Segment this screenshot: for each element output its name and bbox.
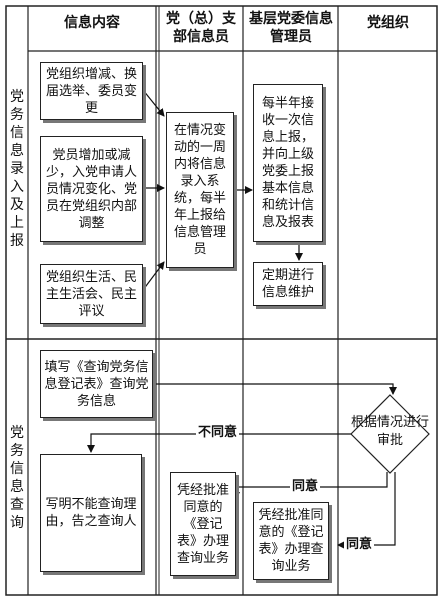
section-report-label: 党务信息录入及上报: [10, 89, 24, 249]
branch-query-box: 凭经批准同意的《登记表》办理查询业务: [170, 472, 236, 576]
header-info-content: 信息内容: [64, 15, 120, 31]
edge-label-agree-2: 同意: [344, 537, 375, 553]
arrow-org-change: [142, 89, 165, 117]
frame: [5, 5, 438, 596]
committee-report-box: 每半年接收一次信息上报，并向上级党委上报基本信息和统计信息及报表: [253, 84, 323, 242]
maintain-box: 定期进行信息维护: [253, 262, 323, 306]
edge-label-disagree: 不同意: [196, 425, 240, 441]
decision-diamond: [350, 394, 430, 474]
deny-note-box: 写明不能查询理由，告之查询人: [40, 454, 142, 572]
arrow-org-life: [142, 261, 165, 291]
branch-entry-box: 在情况变动的一周内将信息录入系统，每半年上报给信息管理员: [166, 112, 234, 268]
committee-query-box: 凭经批准同意的《登记表》办理查询业务: [253, 502, 329, 580]
header-committee-admin: 基层党委信息管理员: [249, 11, 333, 45]
decision-label: 根据情况进行审批: [351, 415, 430, 448]
member-change-box: 党员增加或减少，入党申请人员情况变化、党员在党组织内部调整: [40, 136, 143, 242]
org-change-box: 党组织增减、换届选举、委员变更: [40, 62, 143, 120]
org-life-box: 党组织生活、民主生活会、民主评议: [40, 264, 143, 324]
header-party-org: 党组织: [367, 15, 409, 31]
fill-form-box: 填写《查询党务信息登记表》查询党务信息: [40, 350, 153, 418]
edge-label-agree-1: 同意: [290, 479, 321, 495]
arrow-disagree: [87, 433, 351, 453]
section-query-label: 党务信息查询: [10, 425, 24, 531]
arrow-form-to-decision: [153, 383, 397, 395]
header-branch-officer: 党（总）支部信息员: [166, 11, 236, 45]
